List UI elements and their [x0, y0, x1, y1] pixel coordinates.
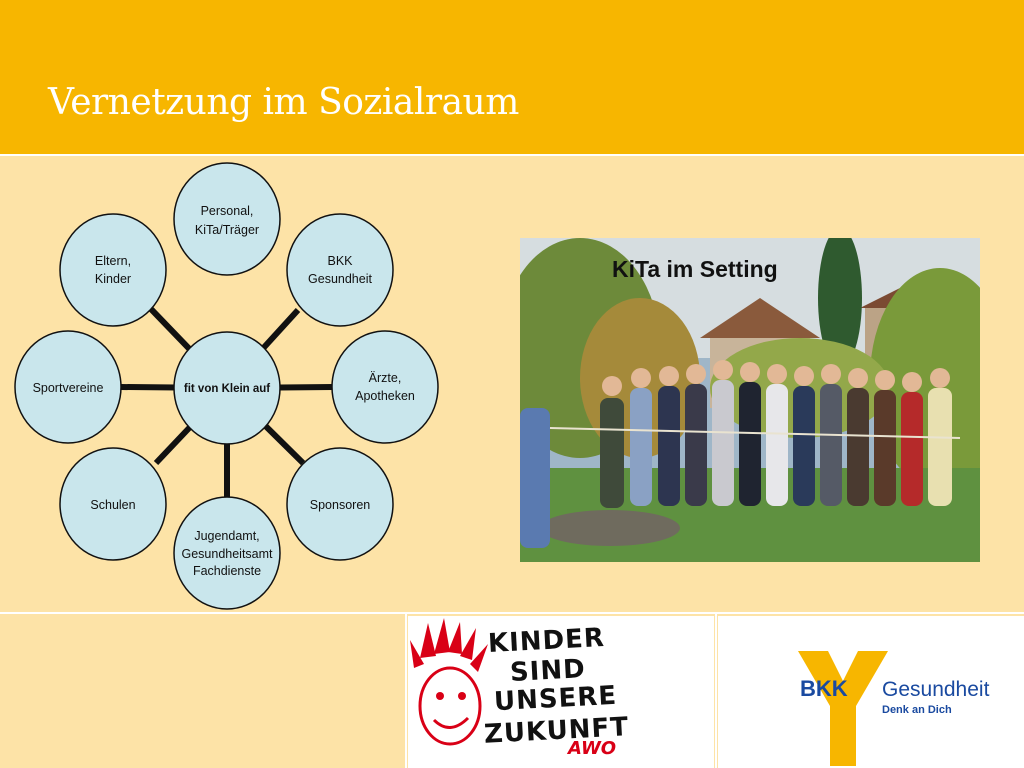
node-left-label: Sportvereine [33, 381, 104, 395]
awo-slogan-line: UNSERE [493, 680, 618, 718]
bkk-logo: BKK Gesundheit Denk an Dich [718, 616, 1024, 768]
footer-column-line [715, 614, 717, 768]
node-top-left [59, 213, 167, 327]
footer-column-line [405, 614, 407, 768]
footer-divider [0, 612, 1024, 614]
child-face-icon [410, 618, 488, 746]
node-bottom [173, 496, 281, 610]
bkk-slogan: Denk an Dich [882, 704, 952, 716]
node-bottom-right [286, 447, 394, 561]
header-divider [0, 154, 1024, 156]
awo-tag: AWO [568, 738, 617, 759]
node-top-label: Personal,KiTa/Träger [195, 204, 259, 237]
bkk-y-icon [798, 651, 888, 766]
node-left [14, 330, 122, 444]
node-bottom-right-label: Sponsoren [310, 498, 371, 512]
node-center-label: fit von Klein auf [184, 383, 270, 395]
awo-slogan-line: KINDER [487, 622, 606, 660]
slide-title: Vernetzung im Sozialraum [48, 82, 519, 123]
bkk-name: Gesundheit [882, 678, 990, 701]
node-right-label: Ärzte,Apotheken [355, 371, 415, 403]
node-top-right [286, 213, 394, 327]
node-bottom-left-label: Schulen [90, 498, 135, 512]
node-center [173, 331, 281, 445]
node-top-left-label: Eltern,Kinder [95, 254, 131, 286]
photo-caption: KiTa im Setting [612, 256, 778, 282]
photo-illustration [520, 238, 980, 562]
bkk-brand: BKK [800, 676, 848, 701]
node-right [331, 330, 439, 444]
kita-photo: KiTa im Setting [520, 238, 980, 562]
node-bottom-left [59, 447, 167, 561]
header-bar [0, 0, 1024, 154]
node-top [173, 162, 281, 276]
awo-logo: KINDER SIND UNSERE ZUKUNFT AWO [408, 616, 714, 768]
